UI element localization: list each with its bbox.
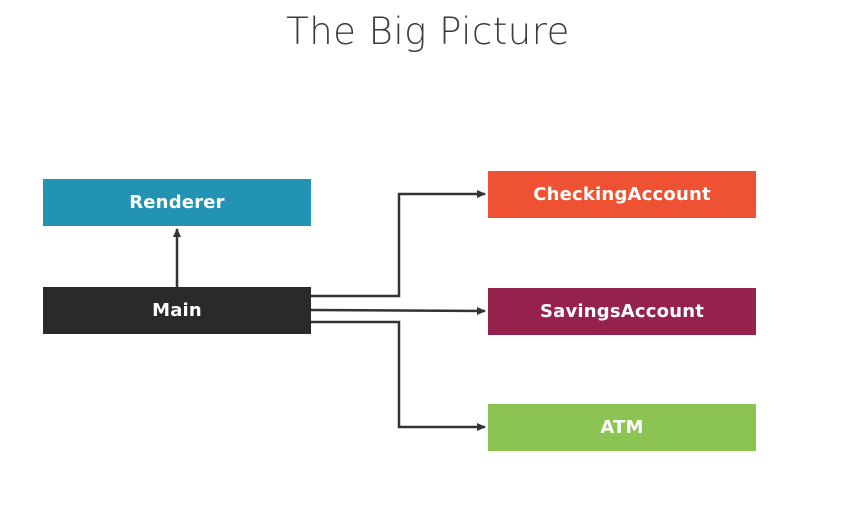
- atm-node: ATM: [488, 404, 756, 451]
- atm-label: ATM: [600, 417, 644, 438]
- renderer-label: Renderer: [129, 192, 225, 213]
- main-label: Main: [152, 300, 202, 321]
- edge-main-to-atm: [311, 320, 486, 431]
- checking-account-label: CheckingAccount: [533, 184, 711, 205]
- checking-account-node: CheckingAccount: [488, 171, 756, 218]
- savings-account-node: SavingsAccount: [488, 288, 756, 335]
- edge-main-to-savings: [310, 306, 486, 315]
- page-title: The Big Picture: [286, 10, 570, 53]
- edge-main-to-checking: [311, 190, 486, 298]
- savings-account-label: SavingsAccount: [539, 301, 705, 322]
- renderer-node: Renderer: [43, 179, 311, 226]
- main-node: Main: [43, 287, 311, 334]
